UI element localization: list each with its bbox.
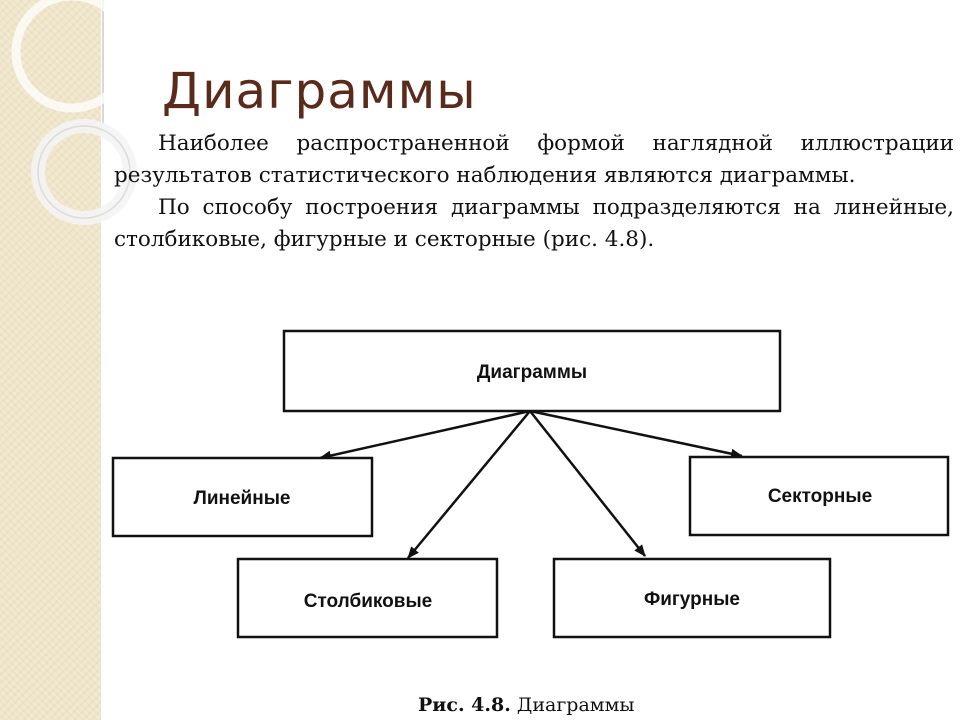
- figure-number: Рис. 4.8.: [418, 694, 511, 716]
- node-sector-label: Секторные: [768, 486, 872, 507]
- node-root-label: Диаграммы: [477, 362, 587, 383]
- node-sector: Секторные: [688, 455, 950, 537]
- edge-to-linear: [319, 409, 531, 461]
- paragraph-1: Наиболее распространенной формой наглядн…: [114, 131, 954, 188]
- edge-to-figure: [529, 410, 646, 557]
- slide-title: Диаграммы: [162, 62, 477, 120]
- diagram-edges: [319, 409, 743, 559]
- node-figure: Фигурные: [552, 557, 832, 639]
- edge-to-sector: [529, 409, 743, 459]
- node-bar-label: Столбиковые: [304, 591, 432, 612]
- sidebar-divider: [102, 0, 104, 124]
- node-bar: Столбиковые: [236, 557, 499, 639]
- edge-to-bar: [407, 410, 531, 559]
- node-linear: Линейные: [111, 456, 374, 538]
- node-figure-label: Фигурные: [644, 589, 740, 610]
- node-root: Диаграммы: [282, 329, 782, 413]
- node-linear-label: Линейные: [193, 488, 290, 509]
- paragraph-2: По способу построения диаграммы подразде…: [114, 195, 954, 252]
- body-text: Наиболее распространенной формой наглядн…: [114, 128, 954, 256]
- figure-caption-text: Диаграммы: [516, 694, 635, 716]
- decorative-circles: [11, 0, 137, 225]
- figure-caption: Рис. 4.8. Диаграммы: [418, 694, 634, 716]
